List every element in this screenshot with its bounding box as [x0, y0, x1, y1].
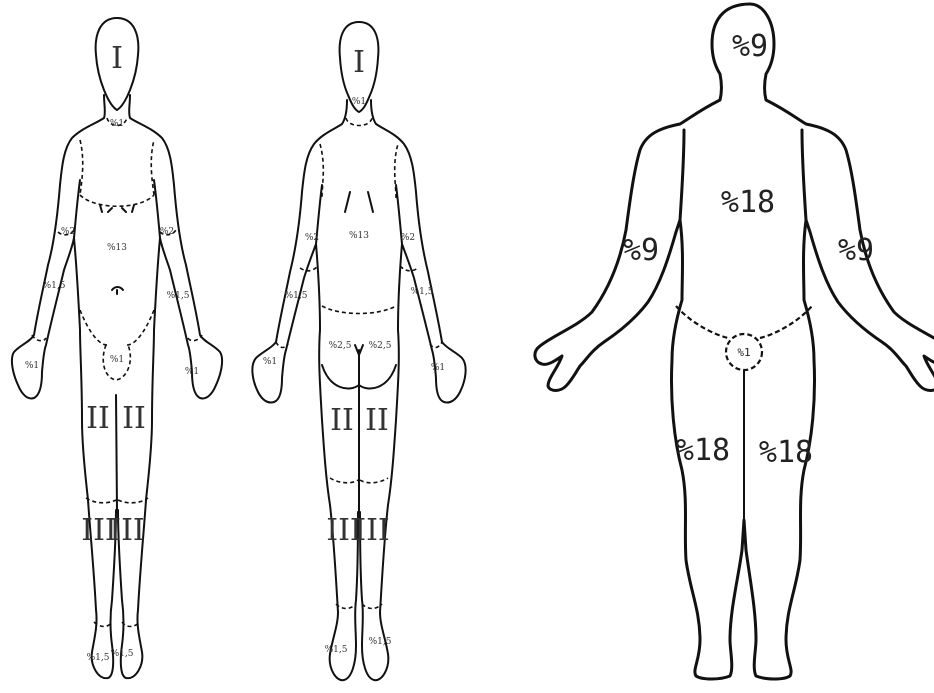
front-forearm-right-label: %1,5 [167, 291, 190, 301]
back-leg-right-label: III [354, 513, 390, 548]
nines-genital-label: %1 [737, 346, 750, 359]
nines-leg-right-label: %18 [759, 435, 813, 470]
front-hand-left-label: %1 [25, 361, 39, 371]
front-trunk-label: %13 [107, 243, 127, 253]
front-body-figure [12, 18, 222, 678]
front-head-label: I [111, 41, 123, 76]
front-neck-label: %1 [110, 119, 124, 129]
front-foot-right-label: %1,5 [111, 649, 134, 659]
back-neck-label: %1 [352, 97, 366, 107]
front-genital-label: %1 [110, 355, 124, 365]
back-buttock-right-label: %2,5 [369, 341, 392, 351]
back-hand-right-label: %1 [431, 363, 445, 373]
back-thigh-right-label: II [365, 403, 389, 438]
nines-arm-right-label: %9 [838, 233, 874, 268]
nines-leg-left-label: %18 [676, 433, 730, 468]
nines-trunk-label: %18 [721, 185, 775, 220]
back-buttock-left-label: %2,5 [329, 341, 352, 351]
back-foot-left-label: %1,5 [325, 645, 348, 655]
front-forearm-left-label: %1,5 [43, 281, 66, 291]
back-body-figure [252, 22, 465, 680]
front-foot-left-label: %1,5 [87, 653, 110, 663]
back-thigh-left-label: II [330, 403, 354, 438]
front-upper-arm-right-label: %2 [160, 227, 174, 237]
back-forearm-left-label: %1,5 [285, 291, 308, 301]
back-foot-right-label: %1,5 [369, 637, 392, 647]
back-upper-arm-right-label: %2 [401, 233, 415, 243]
front-hand-right-label: %1 [185, 367, 199, 377]
nines-head-label: %9 [732, 29, 768, 64]
front-thigh-left-label: II [86, 401, 110, 436]
front-upper-arm-left-label: %2 [61, 227, 75, 237]
front-leg-right-label: III [109, 513, 145, 548]
back-head-label: I [353, 45, 365, 80]
back-trunk-label: %13 [349, 231, 369, 241]
back-forearm-right-label: %1,5 [411, 287, 434, 297]
back-upper-arm-left-label: %2 [305, 233, 319, 243]
rule-of-nines-figure [535, 4, 934, 679]
back-hand-left-label: %1 [263, 357, 277, 367]
nines-arm-left-label: %9 [623, 233, 659, 268]
front-thigh-right-label: II [122, 401, 146, 436]
